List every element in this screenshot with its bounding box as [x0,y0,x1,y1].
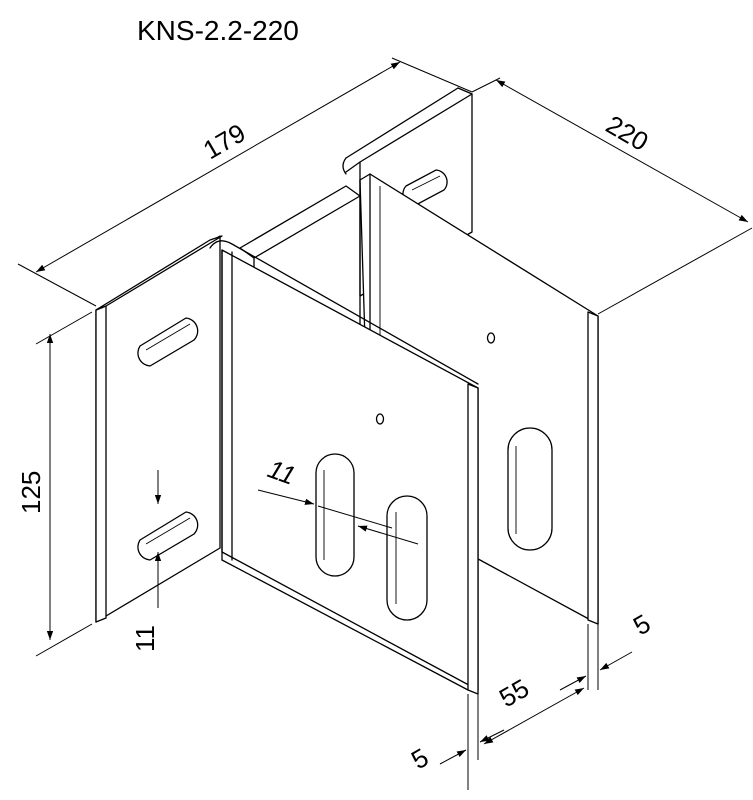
dimension-125: 125 [16,311,93,657]
dimension-11-vertical-label: 11 [130,625,160,652]
dimension-179-label: 179 [198,118,251,166]
drawing-title: KNS-2.2-220 [137,15,299,46]
dimension-55-label: 55 [494,673,534,713]
left-flange-slot-top [137,317,199,367]
dimension-11-vertical: 11 [130,470,162,652]
front-flange-slot-right [386,495,428,621]
right-flange-hole [486,332,496,344]
left-flange [95,235,223,623]
front-flange-hole [375,413,385,425]
dimension-220-label: 220 [601,109,654,157]
front-flange-slot-left [315,453,355,577]
right-flange-slot [507,427,553,551]
dimension-5-front-label: 5 [406,742,434,775]
dimension-5-front: 5 [406,694,505,790]
left-flange-slot-bottom [137,511,199,561]
dimension-5-right-label: 5 [628,608,656,641]
dimension-5-right: 5 [559,608,656,691]
dimension-125-label: 125 [16,471,46,514]
